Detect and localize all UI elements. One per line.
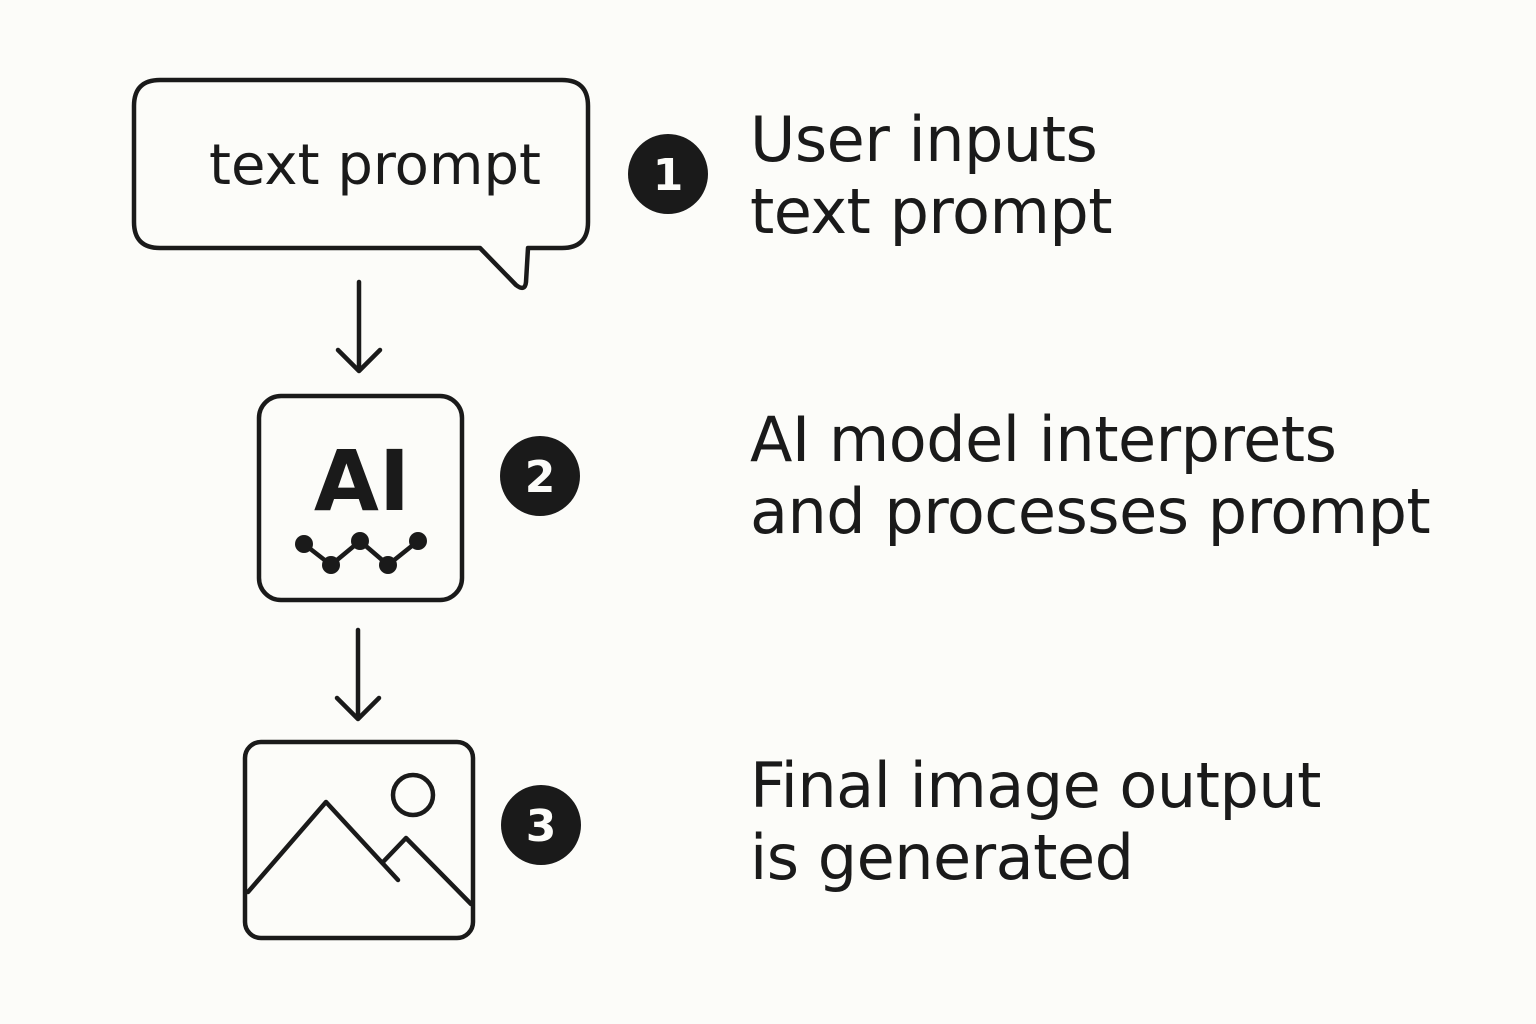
step-number: 2 [525,452,556,503]
step-badge-2: 2 [500,436,580,516]
step-2-line-1: AI model interprets [750,403,1337,476]
step-badge-3: 3 [501,785,581,865]
step-1-line-1: User inputs [750,103,1098,176]
step-2-line-2: and processes prompt [750,475,1431,548]
step-badge-1: 1 [628,134,708,214]
arrow-down-icon [334,627,382,722]
speech-bubble-text: text prompt [209,133,541,198]
step-2-description: AI model interprets and processes prompt [750,403,1431,548]
step-1-description: User inputs text prompt [750,103,1113,248]
step-3-line-1: Final image output [750,749,1321,822]
step-3-description: Final image output is generated [750,750,1321,894]
speech-bubble-icon: text prompt [131,77,591,291]
step-1-line-2: text prompt [750,175,1113,248]
arrow-down-icon [335,279,383,374]
ai-model-text: AI [314,432,410,530]
step-number: 3 [526,801,557,852]
step-number: 1 [653,150,684,201]
step-3-line-2: is generated [750,821,1134,894]
image-icon [242,739,476,941]
ai-model-icon: AI [256,393,465,603]
